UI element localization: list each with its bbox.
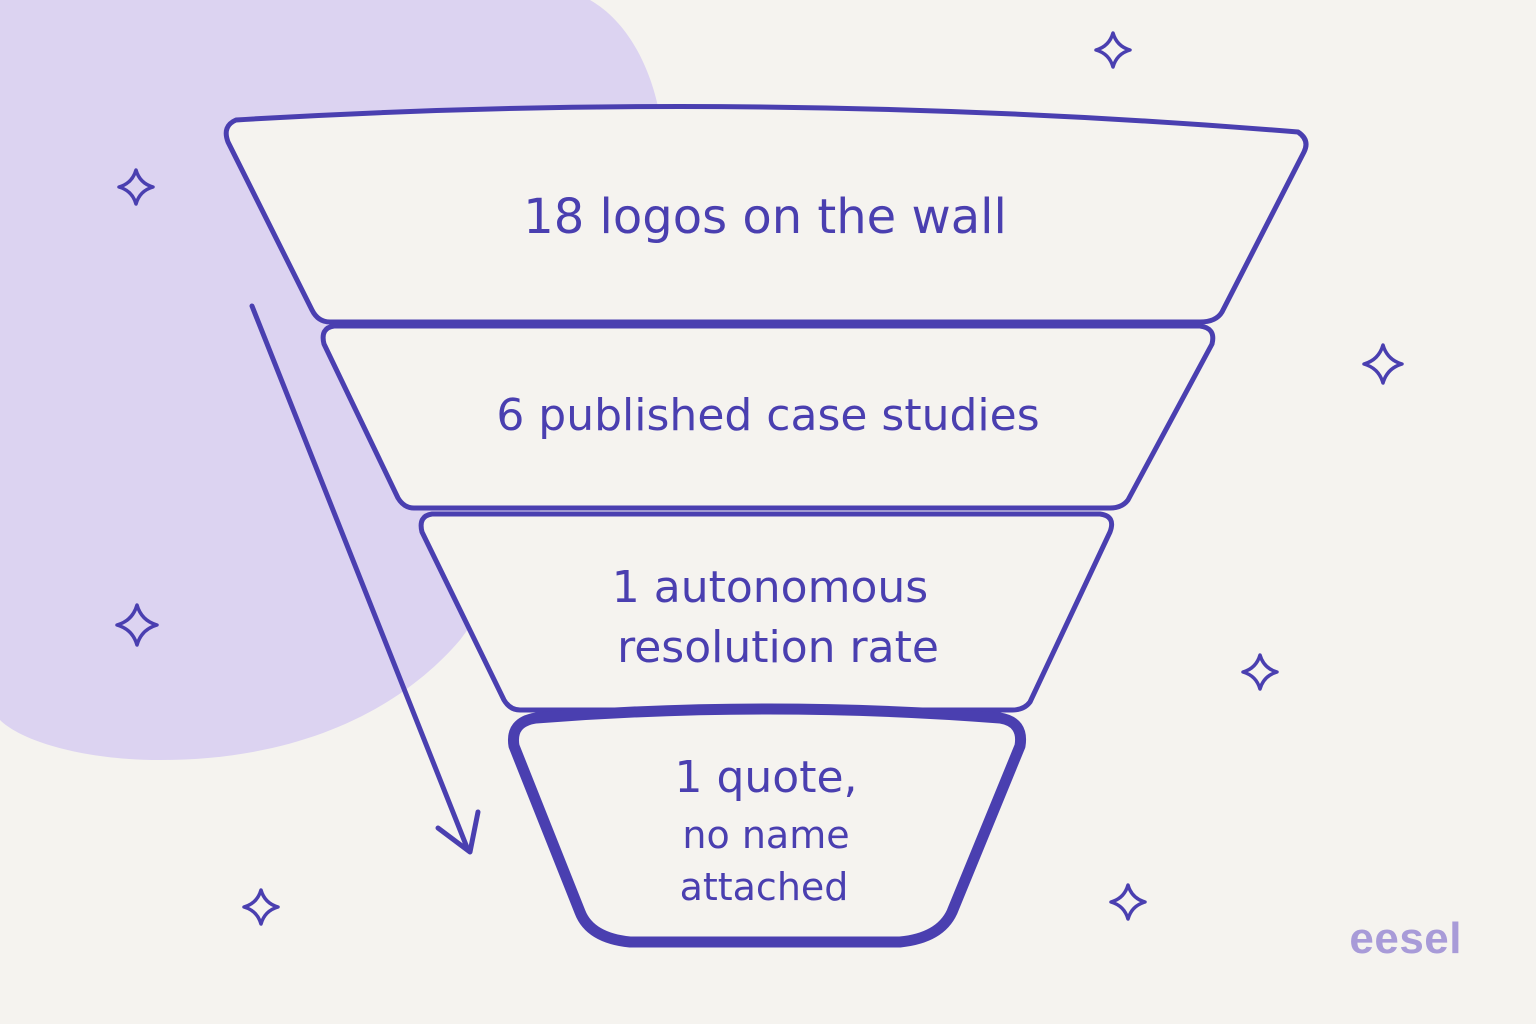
- sparkle-icon: [242, 888, 280, 926]
- funnel-tier-4: 1 quote, no name attached: [507, 703, 1027, 948]
- sparkle-icon: [1362, 343, 1404, 385]
- sparkle-icon: [1241, 653, 1279, 691]
- funnel-tier-1-shape: [223, 104, 1309, 325]
- funnel-tier-2-label: 6 published case studies: [496, 390, 1039, 441]
- funnel-tier-4-label-line-1: 1 quote,: [674, 752, 857, 803]
- funnel-tier-3-shape: [418, 511, 1115, 713]
- funnel-tier-3-label-line-1: 1 autonomous: [612, 562, 928, 613]
- down-arrow-icon: [249, 303, 481, 855]
- funnel-tier-3-label-line-2: resolution rate: [617, 622, 939, 673]
- sparkle-icon: [115, 603, 159, 647]
- funnel-tier-4-label-line-2: no name: [682, 813, 849, 857]
- sparkle-icon: [117, 168, 155, 206]
- funnel-tier-2-shape: [320, 323, 1216, 511]
- sparkle-icon: [1094, 31, 1132, 69]
- sparkles-group: [115, 31, 1404, 926]
- funnel-tier-1: 18 logos on the wall: [223, 104, 1309, 325]
- sparkle-icon: [1109, 883, 1147, 921]
- funnel-tier-2: 6 published case studies: [320, 323, 1216, 511]
- funnel-tier-4-label-line-3: attached: [680, 865, 849, 909]
- funnel-tier-4-shape: [507, 703, 1027, 948]
- funnel-tier-3: 1 autonomous resolution rate: [418, 511, 1115, 713]
- eesel-logo: eesel: [1349, 914, 1462, 963]
- funnel-tier-1-label: 18 logos on the wall: [523, 189, 1007, 245]
